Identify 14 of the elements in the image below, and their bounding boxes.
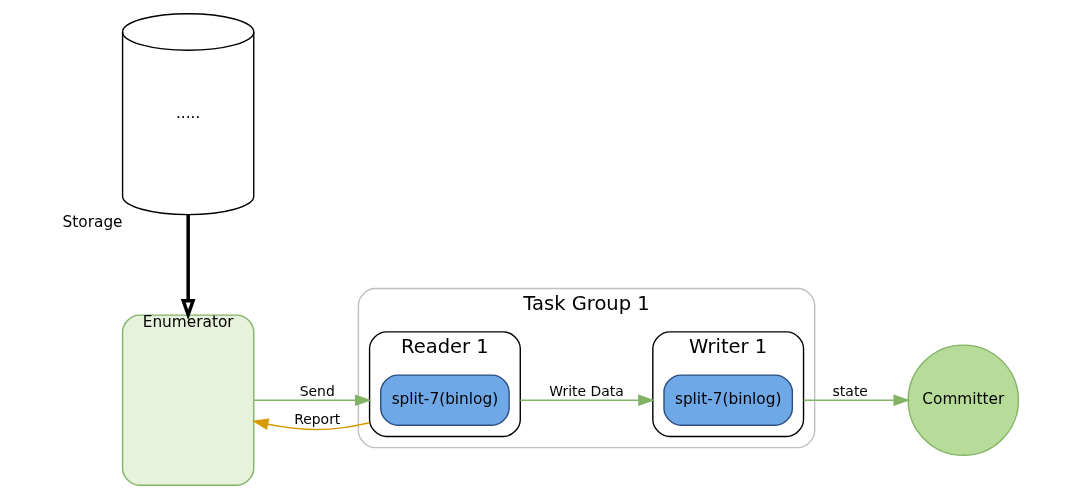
arrow	[180, 214, 195, 320]
edge-label: Report	[293, 410, 340, 427]
edge-label: state	[832, 383, 868, 400]
edge-label: Write Data	[548, 383, 624, 400]
node-box: split-7(binlog)	[379, 374, 510, 426]
node-circle: Committer	[906, 344, 1019, 456]
arrow	[251, 418, 370, 431]
edge-label: Send	[299, 383, 335, 400]
node-label: Storage	[62, 212, 123, 231]
node-box: split-7(binlog)	[662, 374, 793, 426]
arrow	[253, 394, 372, 407]
arrow	[519, 394, 655, 407]
arrow	[802, 394, 910, 407]
node-box: Enumerator	[121, 314, 254, 486]
